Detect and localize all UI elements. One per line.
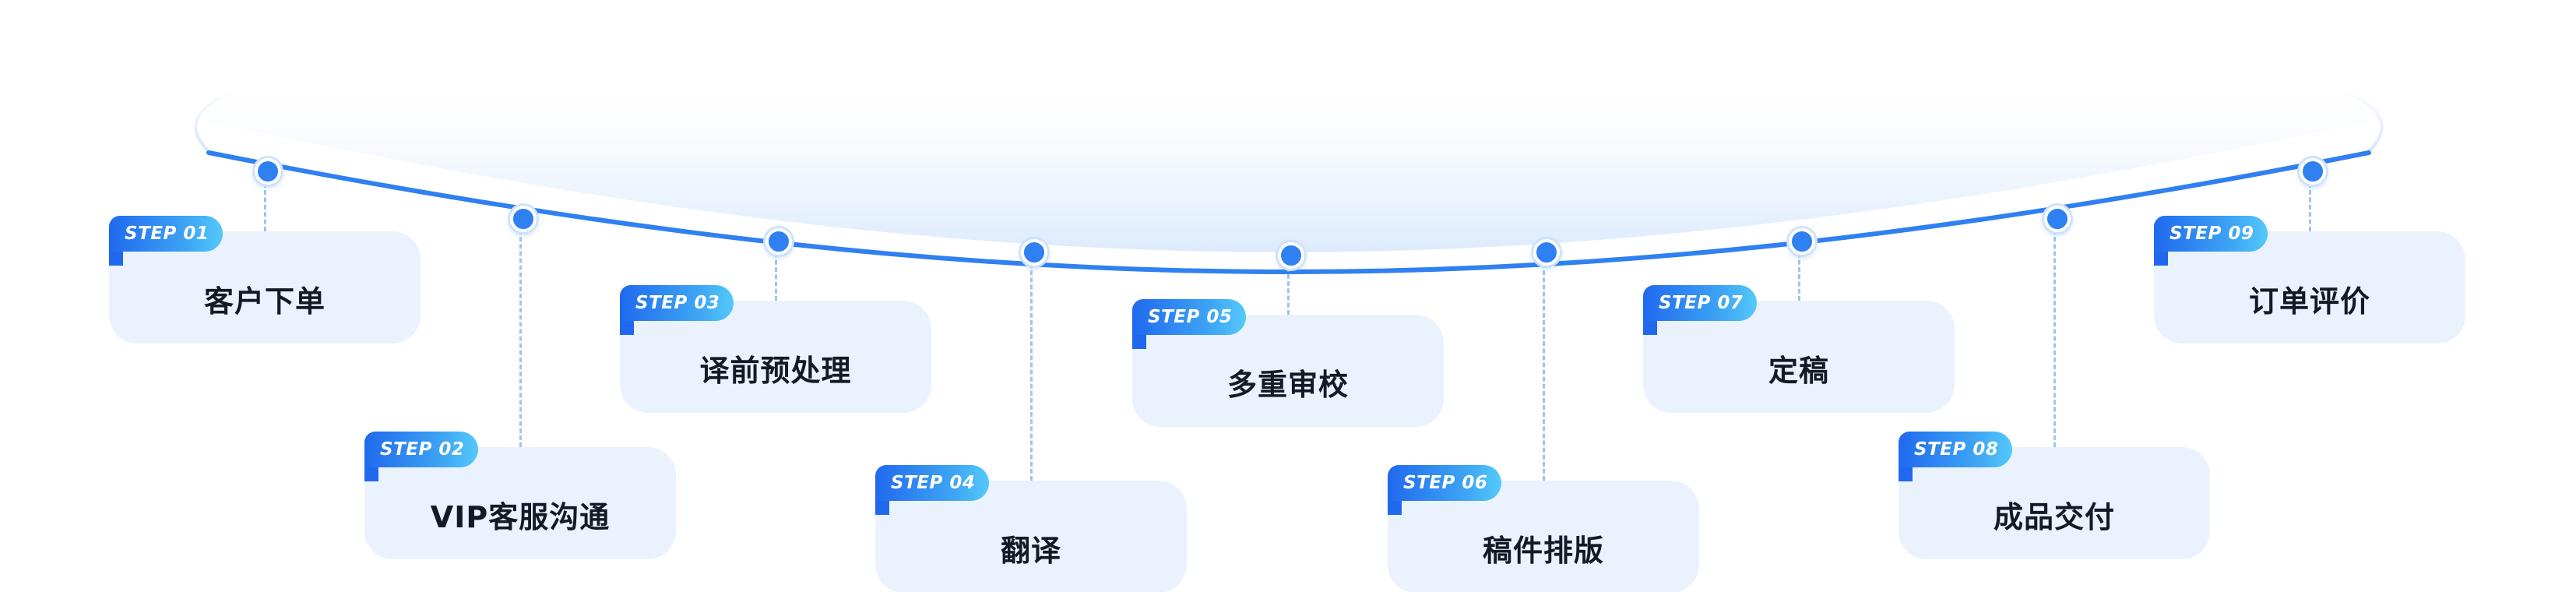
step-card-07: STEP 07 定稿 bbox=[1643, 285, 1955, 413]
step-label: 客户下单 bbox=[203, 284, 326, 319]
step-label: 翻译 bbox=[1000, 533, 1061, 568]
step-label: 定稿 bbox=[1768, 353, 1829, 388]
step-card-05: STEP 05 多重审校 bbox=[1132, 299, 1444, 427]
step-badge: STEP 06 bbox=[1388, 465, 1501, 515]
step-badge: STEP 05 bbox=[1132, 299, 1246, 349]
step-connector bbox=[1798, 238, 1800, 301]
arc-rim-left bbox=[194, 88, 242, 154]
step-card-01: STEP 01 客户下单 bbox=[109, 216, 421, 344]
step-connector bbox=[1287, 252, 1290, 315]
step-label: 成品交付 bbox=[1993, 499, 2115, 534]
step-badge: STEP 02 bbox=[364, 432, 478, 481]
step-badge: STEP 01 bbox=[109, 216, 223, 266]
step-node bbox=[510, 206, 537, 232]
step-badge: STEP 09 bbox=[2154, 216, 2268, 266]
arc-bowl bbox=[200, 76, 2376, 252]
step-connector bbox=[1030, 249, 1033, 481]
step-node bbox=[1789, 228, 1815, 255]
step-connector bbox=[1543, 249, 1545, 481]
step-node bbox=[765, 228, 792, 255]
step-card-02: STEP 02 VIP客服沟通 bbox=[364, 432, 676, 559]
step-connector bbox=[519, 216, 522, 447]
step-card-09: STEP 09 订单评价 bbox=[2154, 216, 2465, 344]
step-label: 稿件排版 bbox=[1482, 533, 1604, 568]
step-node bbox=[2300, 158, 2326, 185]
step-card-06: STEP 06 稿件排版 bbox=[1388, 465, 1699, 592]
step-card-08: STEP 08 成品交付 bbox=[1899, 432, 2210, 559]
step-connector bbox=[2053, 216, 2056, 447]
step-label: VIP客服沟通 bbox=[430, 499, 611, 534]
step-node bbox=[1533, 239, 1560, 266]
arc-rim-right bbox=[2335, 88, 2384, 154]
step-label: 订单评价 bbox=[2248, 284, 2370, 319]
step-node bbox=[2044, 206, 2071, 232]
step-node bbox=[1021, 239, 1047, 266]
step-node bbox=[1278, 242, 1304, 269]
step-connector bbox=[264, 168, 266, 231]
step-card-03: STEP 03 译前预处理 bbox=[620, 285, 931, 413]
step-badge: STEP 04 bbox=[875, 465, 989, 515]
step-badge: STEP 07 bbox=[1643, 285, 1757, 335]
step-card-04: STEP 04 翻译 bbox=[875, 465, 1187, 592]
step-connector bbox=[2309, 168, 2311, 231]
step-badge: STEP 08 bbox=[1899, 432, 2012, 481]
step-connector bbox=[775, 238, 777, 301]
step-label: 多重审校 bbox=[1226, 367, 1349, 402]
step-badge: STEP 03 bbox=[620, 285, 734, 335]
step-node bbox=[255, 158, 281, 185]
step-label: 译前预处理 bbox=[699, 353, 852, 388]
